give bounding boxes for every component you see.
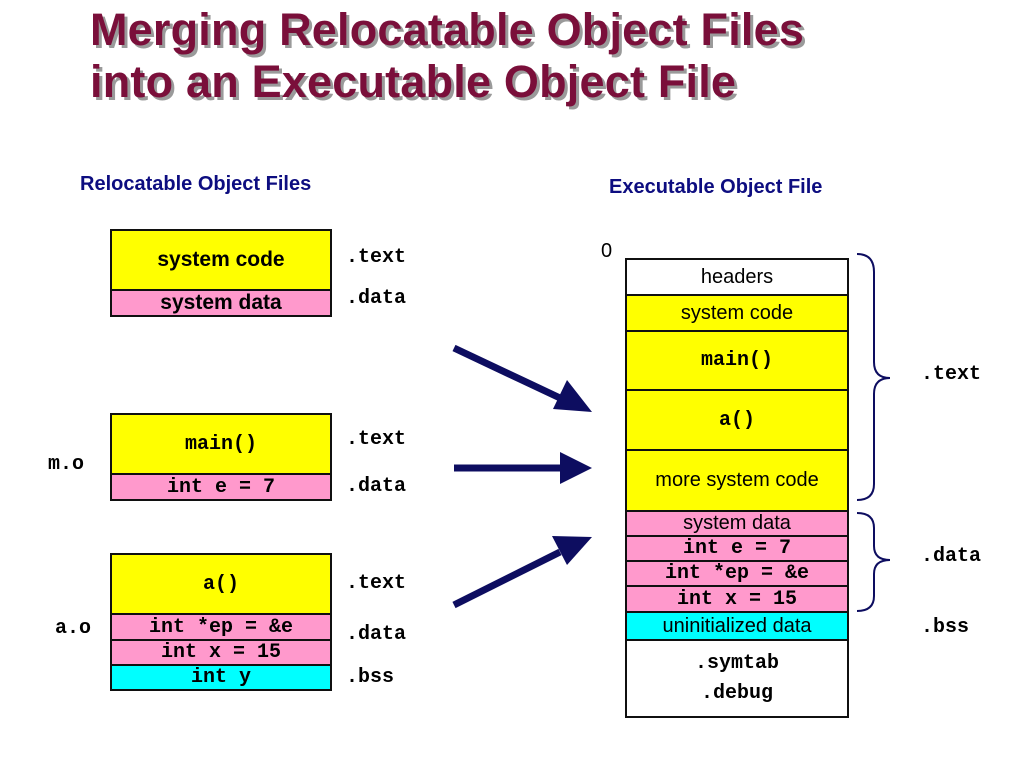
address-zero-label: 0: [601, 240, 613, 262]
exec-bss-label: .bss: [921, 616, 970, 639]
merge-arrow-bottom: [452, 536, 592, 609]
exec-a-block: a(): [625, 389, 849, 451]
system-code-block: system code: [110, 229, 332, 291]
m-o-file-label: m.o: [48, 453, 85, 476]
system-data-label: .data: [346, 287, 407, 310]
exec-system-code-block: system code: [625, 294, 849, 332]
exec-headers-block: headers: [625, 258, 849, 296]
debug-label: .debug: [700, 681, 773, 705]
symtab-label: .symtab: [694, 651, 779, 675]
int-e-block: int e = 7: [110, 473, 332, 501]
a-o-data-label: .data: [346, 623, 407, 646]
a-o-text-label: .text: [346, 572, 407, 595]
int-x-block: int x = 15: [110, 639, 332, 666]
int-y-block: int y: [110, 664, 332, 691]
exec-symtab-debug-block: .symtab .debug: [625, 639, 849, 718]
relocatable-heading: Relocatable Object Files: [80, 173, 312, 195]
data-section-brace: [856, 512, 891, 612]
exec-data-label: .data: [921, 545, 982, 568]
system-data-block: system data: [110, 289, 332, 317]
slide-title: Merging Relocatable Object Files into an…: [90, 4, 804, 108]
int-ep-block: int *ep = &e: [110, 613, 332, 641]
a-function-block: a(): [110, 553, 332, 615]
exec-main-block: main(): [625, 330, 849, 391]
title-line-1: Merging Relocatable Object Files: [90, 4, 805, 55]
a-o-file-label: a.o: [55, 617, 92, 640]
m-o-text-label: .text: [346, 428, 407, 451]
title-line-2: into an Executable Object File: [90, 56, 737, 107]
merge-arrow-middle: [454, 452, 592, 484]
exec-text-label: .text: [921, 363, 982, 386]
a-o-bss-label: .bss: [346, 666, 395, 689]
m-o-data-label: .data: [346, 475, 407, 498]
system-text-label: .text: [346, 246, 407, 269]
merge-arrow-top: [452, 344, 592, 412]
exec-int-x-block: int x = 15: [625, 585, 849, 613]
exec-uninitialized-data-block: uninitialized data: [625, 611, 849, 641]
text-section-brace: [856, 253, 891, 501]
executable-heading: Executable Object File: [609, 176, 823, 198]
